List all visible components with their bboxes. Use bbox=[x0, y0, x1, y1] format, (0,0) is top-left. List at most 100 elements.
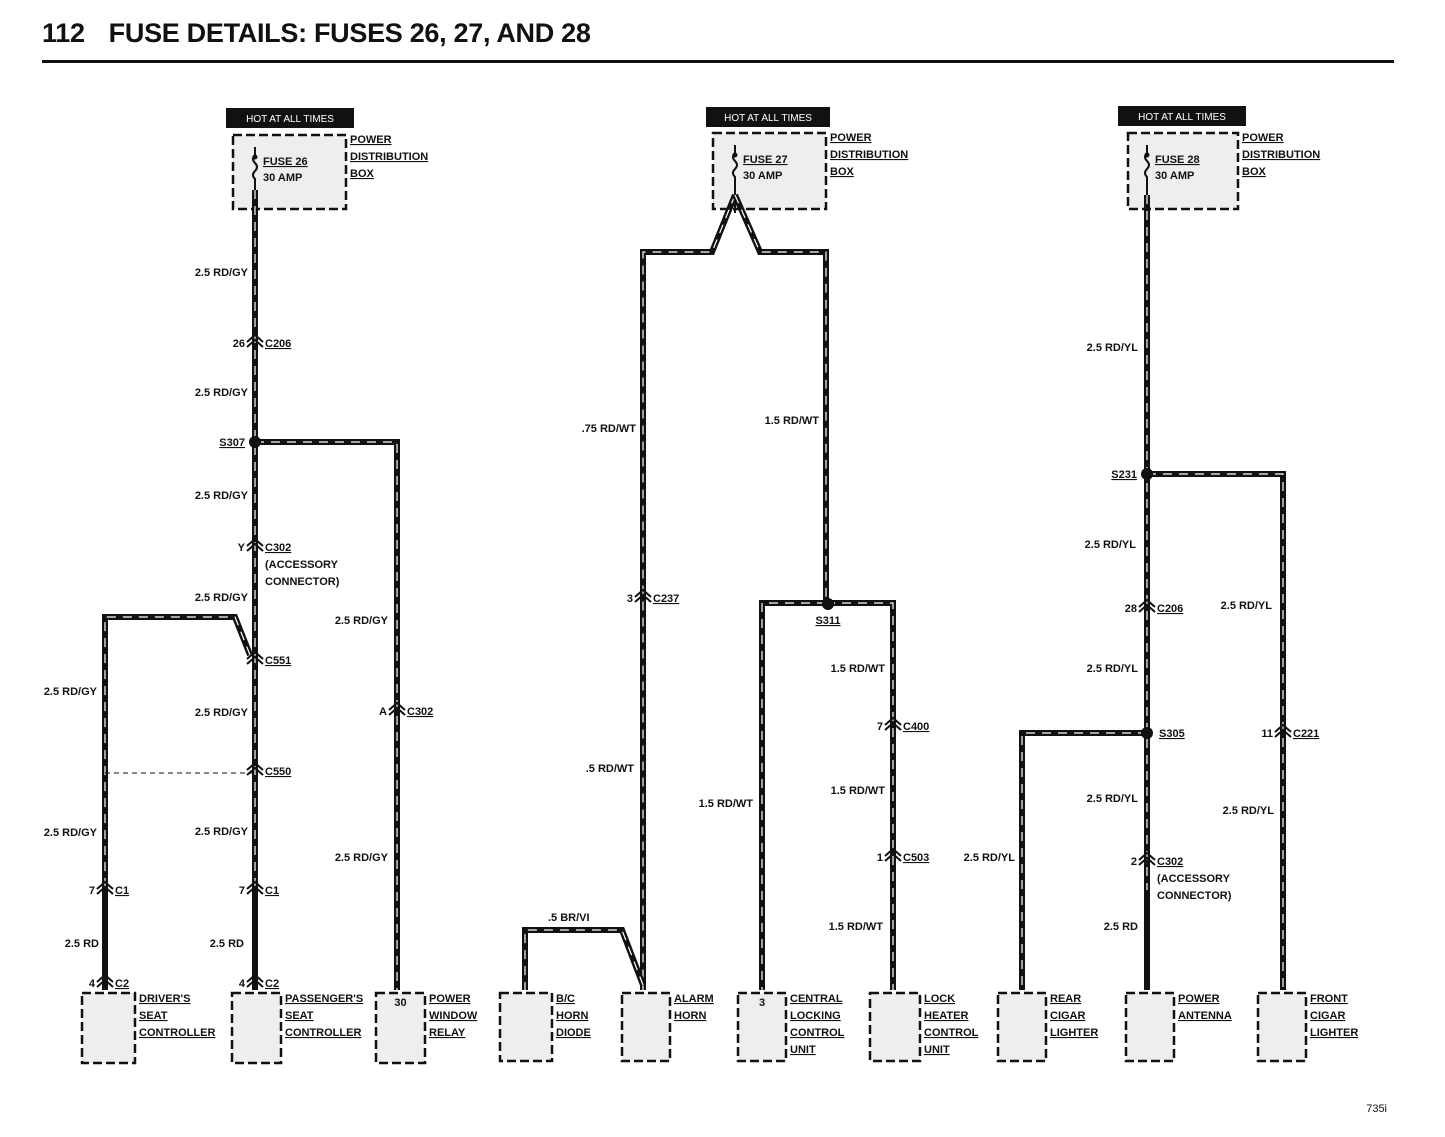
wire bbox=[102, 614, 253, 890]
component-label: UNIT bbox=[790, 1044, 816, 1056]
connector-icon bbox=[96, 880, 114, 895]
wire-stripe bbox=[255, 441, 398, 990]
splice-dot bbox=[822, 598, 834, 610]
component-label: REAR bbox=[1050, 993, 1081, 1005]
component-pin: 30 bbox=[394, 997, 406, 1009]
component-label: UNIT bbox=[924, 1044, 950, 1056]
fuse-name: FUSE 27 bbox=[743, 154, 788, 166]
fuse-terminal bbox=[252, 154, 258, 160]
wire-label: 2.5 RD/GY bbox=[44, 686, 98, 698]
wire-label: 1.5 RD/WT bbox=[831, 663, 886, 675]
connector-name: C302 bbox=[1157, 856, 1183, 868]
splice-dot bbox=[1141, 727, 1153, 739]
component-label: HORN bbox=[556, 1010, 588, 1022]
component-label: LOCKING bbox=[790, 1010, 841, 1022]
header-rule bbox=[42, 60, 1394, 63]
wire-label: 2.5 RD bbox=[65, 938, 99, 950]
component-label: LIGHTER bbox=[1310, 1027, 1358, 1039]
wire-label: .5 RD/WT bbox=[586, 763, 635, 775]
wire-label: 2.5 RD/YL bbox=[1221, 600, 1273, 612]
wire bbox=[522, 927, 646, 990]
hot-label: HOT AT ALL TIMES bbox=[724, 113, 812, 124]
connector-pin: 2 bbox=[1131, 856, 1137, 868]
connector-icon bbox=[884, 716, 902, 731]
connector-note: (ACCESSORY bbox=[265, 559, 339, 571]
fuse-rating: 30 AMP bbox=[263, 172, 302, 184]
connector-icon bbox=[246, 333, 264, 348]
wire-label: 2.5 RD/GY bbox=[195, 707, 249, 719]
component-box bbox=[230, 991, 283, 1065]
connector-pin: 26 bbox=[233, 338, 245, 350]
wire-label: 2.5 RD/YL bbox=[1087, 793, 1139, 805]
component-label: CONTROL bbox=[924, 1027, 979, 1039]
connector-name: C503 bbox=[903, 852, 929, 864]
connector-name: C551 bbox=[265, 655, 291, 667]
component-box bbox=[620, 991, 672, 1063]
connector-pin: 4 bbox=[89, 978, 96, 990]
wire-label: 2.5 RD bbox=[210, 938, 244, 950]
component-pin: 3 bbox=[759, 997, 765, 1009]
wire-label: 2.5 RD bbox=[1104, 921, 1138, 933]
wire bbox=[759, 600, 826, 990]
wire-label: .75 RD/WT bbox=[582, 423, 637, 435]
component-box bbox=[868, 991, 922, 1063]
connector-name: C206 bbox=[1157, 603, 1183, 615]
wire-label: 2.5 RD/YL bbox=[1223, 805, 1275, 817]
wire-stripe bbox=[104, 616, 251, 890]
component-label: ALARM bbox=[674, 993, 714, 1005]
component-label: B/C bbox=[556, 993, 575, 1005]
component-box bbox=[1256, 991, 1308, 1063]
wire-label: 2.5 RD/GY bbox=[195, 490, 249, 502]
power-distribution-box-label: POWER bbox=[1242, 132, 1284, 144]
connector-icon bbox=[634, 588, 652, 603]
component-label: RELAY bbox=[429, 1027, 466, 1039]
connector-note: CONNECTOR) bbox=[265, 576, 340, 588]
splice-label: S311 bbox=[815, 615, 840, 627]
model-code: 735i bbox=[1366, 1103, 1387, 1115]
connector-icon bbox=[1138, 851, 1156, 866]
connector-icon bbox=[246, 880, 264, 895]
wire bbox=[732, 193, 829, 603]
component-box bbox=[80, 991, 137, 1065]
wire-label: 2.5 RD/GY bbox=[335, 615, 389, 627]
splice-label: S305 bbox=[1159, 728, 1185, 740]
wire-stripe bbox=[826, 602, 894, 990]
wire-label: 1.5 RD/WT bbox=[829, 921, 884, 933]
connector-icon bbox=[246, 650, 264, 665]
connector-pin: 11 bbox=[1261, 728, 1273, 740]
splice-dot bbox=[249, 436, 261, 448]
hot-at-all-times-banner bbox=[1118, 106, 1246, 126]
page-number: 112 bbox=[42, 18, 85, 48]
connector-note: CONNECTOR) bbox=[1157, 890, 1232, 902]
component-label: WINDOW bbox=[429, 1010, 478, 1022]
component-box bbox=[374, 991, 427, 1065]
component-label: CIGAR bbox=[1050, 1010, 1086, 1022]
power-distribution-box-label: BOX bbox=[830, 166, 855, 178]
connector-name: C206 bbox=[265, 338, 291, 350]
connector-pin: 7 bbox=[89, 885, 95, 897]
fuse-name: FUSE 26 bbox=[263, 156, 308, 168]
fuse-terminal bbox=[732, 152, 738, 158]
splice-label: S307 bbox=[219, 437, 245, 449]
wire-label: 2.5 RD/GY bbox=[44, 827, 98, 839]
hot-label: HOT AT ALL TIMES bbox=[1138, 112, 1226, 123]
connector-name: C550 bbox=[265, 766, 291, 778]
connector-name: C2 bbox=[265, 978, 279, 990]
connector-name: C237 bbox=[653, 593, 679, 605]
power-distribution-box-label: DISTRIBUTION bbox=[830, 149, 908, 161]
power-distribution-box bbox=[231, 133, 348, 211]
splice-dot bbox=[1141, 468, 1153, 480]
connector-note: (ACCESSORY bbox=[1157, 873, 1231, 885]
wire-label: 1.5 RD/WT bbox=[831, 785, 886, 797]
wire-label: 2.5 RD/YL bbox=[1085, 539, 1137, 551]
component-label: LOCK bbox=[924, 993, 955, 1005]
connector-name: C2 bbox=[115, 978, 129, 990]
power-distribution-box-label: POWER bbox=[350, 134, 392, 146]
wire-label: 2.5 RD/YL bbox=[1087, 342, 1139, 354]
component-box bbox=[1124, 991, 1176, 1063]
connector-name: C1 bbox=[115, 885, 129, 897]
hot-at-all-times-banner bbox=[706, 107, 830, 127]
connector-name: C1 bbox=[265, 885, 279, 897]
